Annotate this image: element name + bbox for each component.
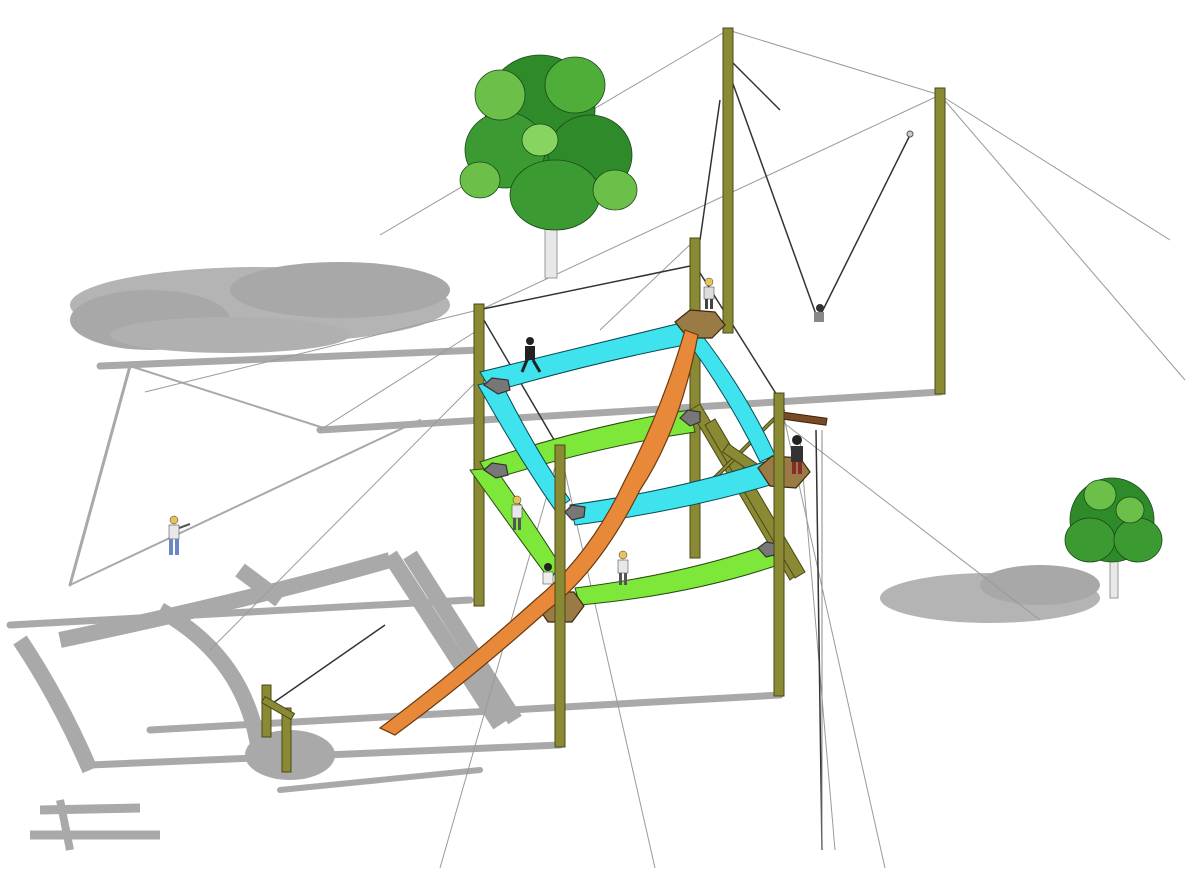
platform-small-backright [679, 409, 701, 427]
beam-cyan-right [689, 329, 776, 463]
person-green-left [511, 495, 523, 530]
beam-cyan-back [479, 321, 691, 393]
tree-small-canopy [1064, 477, 1163, 563]
person-green-front [617, 550, 629, 585]
beam-green-front [574, 544, 779, 606]
poles-front [554, 392, 785, 748]
pole-tall-right [934, 87, 946, 395]
pole-back-center [689, 237, 701, 559]
tree-small [1064, 477, 1163, 599]
pole-right [773, 392, 785, 697]
people [168, 277, 824, 585]
swing-anchor [906, 130, 914, 138]
person-top [703, 277, 715, 309]
person-swing [814, 304, 824, 322]
pole-left [473, 303, 485, 607]
overhead-beam [780, 411, 828, 426]
person-ground [168, 515, 191, 555]
tree-large [459, 54, 638, 279]
ground-shadows [6, 262, 1100, 851]
person-right-platform [791, 435, 803, 474]
person-front-platform [542, 563, 554, 585]
pole-front [554, 444, 566, 748]
platform-small-left [483, 377, 511, 395]
tree-shadow-small [880, 565, 1100, 623]
poles-back [473, 27, 946, 607]
platform-small-left2 [483, 462, 509, 479]
anchor-post [260, 684, 296, 773]
swing-ropes [269, 59, 911, 851]
structure-shadow [13, 550, 522, 851]
tree-shadow-large [70, 262, 450, 353]
tree-large-canopy [459, 54, 638, 231]
slide-orange [378, 329, 699, 736]
person-cyan-back [520, 337, 542, 373]
pole-tall-left [722, 27, 734, 334]
platform-small-mid [564, 504, 586, 521]
